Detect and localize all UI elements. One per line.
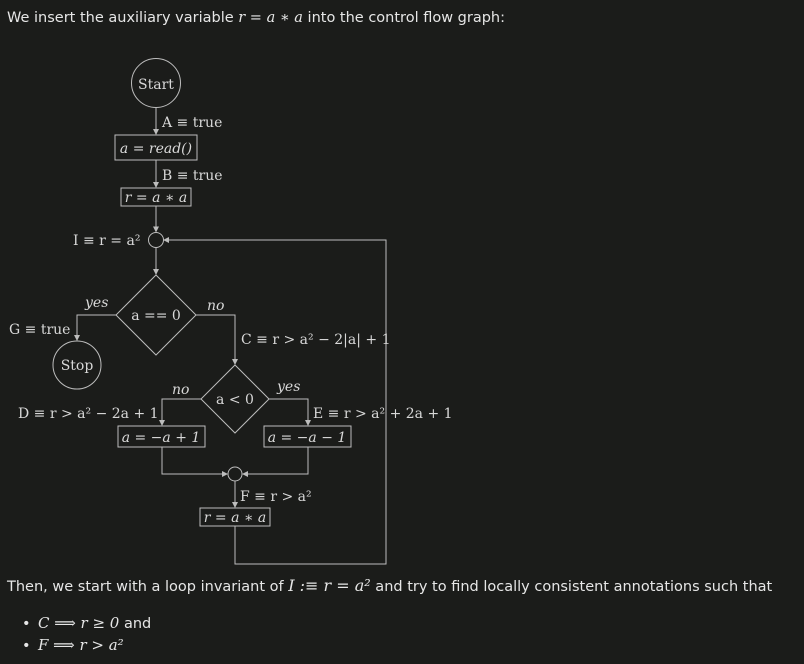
stop-label: Stop xyxy=(61,358,94,374)
edge-loop-back xyxy=(163,237,387,565)
cond1-label: a == 0 xyxy=(131,308,181,324)
cond2-label: a < 0 xyxy=(216,392,254,408)
no-label-1: no xyxy=(207,298,224,314)
decision-a-lt-0 xyxy=(200,364,270,434)
assign-r-label: r = a ∗ a xyxy=(125,190,187,206)
intro-text: We insert the auxiliary variable r = a ∗… xyxy=(7,10,505,26)
edge-no-cond2 xyxy=(196,314,238,365)
yes-label-2: yes xyxy=(276,379,300,395)
start-label: Start xyxy=(138,77,174,93)
edge-dec-join xyxy=(242,447,309,477)
bullet-item: • F ⟹ r > a² xyxy=(22,636,124,654)
outro-text: Then, we start with a loop invariant of … xyxy=(7,576,772,595)
no-label-2: no xyxy=(172,382,189,398)
yes-label-1: yes xyxy=(84,295,108,311)
bullet-text: and xyxy=(119,616,152,632)
edge-yes-stop xyxy=(74,314,116,341)
bullet-math: C ⟹ r ≥ 0 xyxy=(38,614,120,632)
read-label: a = read() xyxy=(120,141,192,157)
intro-before: We insert the auxiliary variable xyxy=(7,10,239,26)
outro-math: I :≡ r = a² xyxy=(288,576,371,595)
intro-math: r = a ∗ a xyxy=(238,10,303,26)
bullet-dot: • xyxy=(22,616,31,632)
stop-node xyxy=(52,340,102,390)
bullet-math: F ⟹ r > a² xyxy=(38,636,124,654)
annotation-E: E ≡ r > a² + 2a + 1 xyxy=(313,406,453,422)
edge-yes-dec xyxy=(269,398,311,426)
annotation-G: G ≡ true xyxy=(9,322,70,338)
annotation-B: B ≡ true xyxy=(162,168,223,184)
annotation-I: I ≡ r = a² xyxy=(73,233,140,249)
annotation-F: F ≡ r > a² xyxy=(240,489,312,505)
annotation-A: A ≡ true xyxy=(161,115,222,131)
edge-no-inc xyxy=(159,398,201,426)
branch-join-node xyxy=(227,466,243,482)
bullet-item: • C ⟹ r ≥ 0 and xyxy=(22,614,151,632)
intro-after: into the control flow graph: xyxy=(302,10,506,26)
annotation-D: D ≡ r > a² − 2a + 1 xyxy=(18,406,159,422)
decision-a-eq-0 xyxy=(115,274,197,356)
outro-before: Then, we start with a loop invariant of xyxy=(7,579,289,595)
assign-r-label-2: r = a ∗ a xyxy=(204,510,266,526)
inc-label: a = −a + 1 xyxy=(122,430,201,446)
bullet-dot: • xyxy=(22,638,31,654)
outro-after: and try to find locally consistent annot… xyxy=(370,579,773,595)
annotation-C: C ≡ r > a² − 2|a| + 1 xyxy=(241,332,390,348)
edge-inc-join xyxy=(161,447,228,477)
dec-label: a = −a − 1 xyxy=(268,430,347,446)
loop-join-node xyxy=(148,232,164,248)
